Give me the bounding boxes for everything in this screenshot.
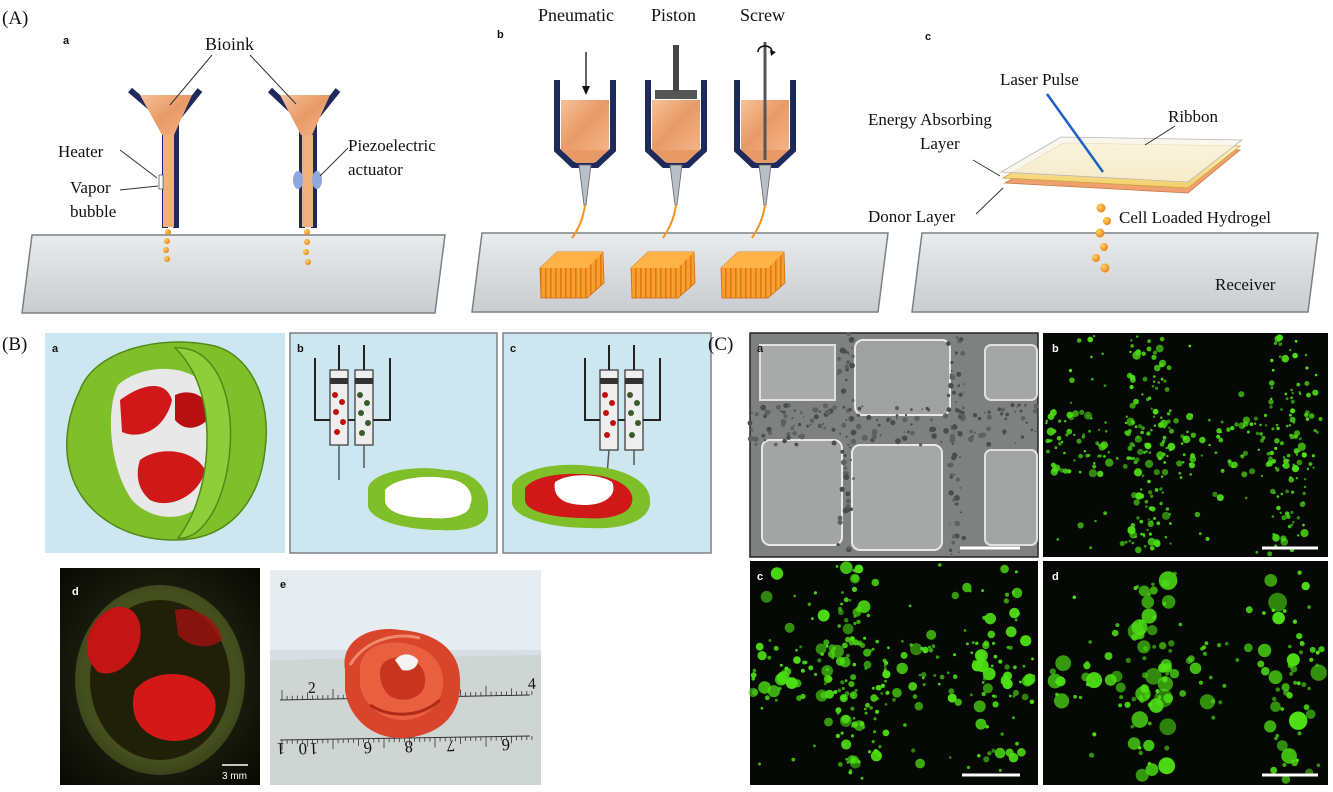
pneumatic-syringe (554, 52, 616, 239)
sub-c-a-label: a (757, 343, 764, 355)
sub-c-d-label: d (1052, 571, 1059, 583)
dual-syringe-panel-2: c (502, 332, 712, 554)
inkjet-leaders (119, 54, 349, 191)
red-tissue-a (120, 386, 172, 435)
panel-b: (B) a b (2, 332, 712, 785)
panel-c: (C) a b c (708, 332, 1328, 785)
sub-b-e-label: e (280, 579, 286, 591)
ruler-bottom-5: 8 (404, 737, 413, 756)
live-cells-b (1045, 334, 1323, 557)
sub-c-label: c (925, 31, 931, 43)
piezo-label: Piezoelectric (348, 136, 436, 155)
green-ribbon-band (173, 347, 232, 539)
brightfield-micrograph: a (747, 332, 1039, 558)
inkjet-diagram: a (21, 34, 446, 314)
sub-b-a-label: a (52, 343, 59, 355)
sub-c-c-label: c (757, 571, 763, 583)
panel-b-label: (B) (2, 334, 27, 355)
cell-hydrogel-label: Cell Loaded Hydrogel (1119, 208, 1271, 227)
panel-a-label: (A) (2, 8, 28, 29)
panel-a: (A) a (2, 5, 1319, 314)
piezo-nozzle (267, 87, 341, 228)
fluorescence-micrograph-b: b (1043, 333, 1328, 557)
printed-lattices (539, 251, 786, 299)
energy-label: Energy Absorbing (868, 110, 992, 129)
ruler-bottom-3: 1 (309, 739, 318, 758)
laser-droplets (1092, 203, 1111, 273)
ruler-top-1: 2 (308, 680, 317, 697)
ruler-bottom-2: 0 (298, 739, 307, 758)
piston-label: Piston (651, 5, 696, 25)
red-tissue-b (137, 451, 205, 504)
ruler-top-3: 4 (528, 676, 537, 693)
laser-leaders (972, 125, 1176, 215)
sub-a-label: a (63, 35, 70, 47)
layer-label: Layer (920, 134, 960, 153)
sub-c-b-label: b (1052, 343, 1059, 355)
extrusion-diagram: b (471, 5, 889, 313)
bioink-label: Bioink (205, 34, 254, 54)
heart-model-panel: a (45, 333, 285, 553)
ruler-bottom-7: 6 (501, 735, 510, 754)
ruler-bottom-6: 7 (446, 736, 456, 755)
ribbon-label: Ribbon (1168, 107, 1219, 126)
scale-bar-label: 3 mm (222, 771, 247, 782)
sub-b-c-label: c (510, 343, 516, 355)
live-cells-c (748, 561, 1036, 780)
ruler-bottom-4: 6 (363, 738, 372, 757)
ruler-bottom-1: 1 (276, 739, 285, 758)
ribbon-stack (999, 136, 1244, 194)
inkjet-slide (21, 234, 446, 314)
ruler-photo: 2 3 4 1 0 1 6 8 7 6 e (270, 570, 541, 785)
thermal-nozzle (128, 87, 203, 228)
sub-b-b-label: b (297, 343, 304, 355)
heater-label: Heater (58, 142, 104, 161)
receiver-slide (911, 232, 1319, 313)
sub-b-d-label: d (72, 586, 79, 598)
live-cells-d (1047, 570, 1327, 784)
fluorescence-micrograph-c: c (748, 561, 1038, 785)
receiver-label: Receiver (1215, 275, 1276, 294)
panel-c-label: (C) (708, 334, 733, 355)
piston-syringe (645, 45, 707, 239)
bubble-label: bubble (70, 202, 116, 221)
pneumatic-label: Pneumatic (538, 5, 614, 25)
screw-label: Screw (740, 5, 785, 25)
inkjet-droplets (163, 229, 311, 265)
brightfield-cells (747, 332, 1039, 556)
fluorescent-photo: 3 mm d (60, 568, 260, 785)
laser-diagram: c Laser Pulse Energy Absorbing Layer Rib… (868, 31, 1319, 313)
laser-pulse-label: Laser Pulse (1000, 70, 1079, 89)
dual-syringe-panel-1: b (289, 332, 498, 554)
fluorescence-micrograph-d: d (1043, 561, 1328, 785)
actuator-label: actuator (348, 160, 403, 179)
printed-construct (344, 629, 461, 739)
donor-layer-label: Donor Layer (868, 207, 956, 226)
screw-syringe (734, 42, 796, 239)
vapor-label: Vapor (70, 178, 111, 197)
sub-b-label: b (497, 29, 504, 41)
laser-beam (1045, 93, 1105, 173)
